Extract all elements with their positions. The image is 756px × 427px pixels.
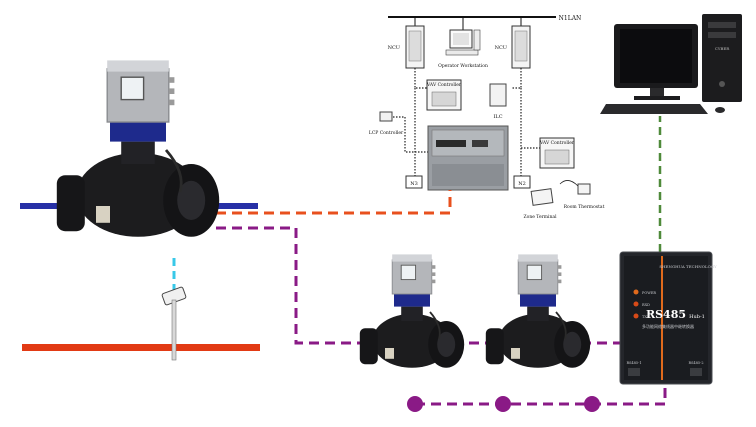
n2-label: N2	[518, 181, 526, 187]
zone-terminal-box	[530, 188, 554, 206]
n3-box	[405, 175, 423, 189]
converter-subtitle: 多功能网络集线器中继转换器	[642, 323, 694, 329]
ilc-label: ILC	[493, 114, 502, 120]
temperature-sensor-icon	[161, 286, 187, 361]
bus-node-3	[584, 396, 600, 412]
computer-monitor-icon	[614, 24, 698, 100]
zone-terminal-label: Zone Terminal	[523, 214, 557, 220]
vav-controller-top-label: VAV Controller	[426, 82, 462, 88]
tower-brand-label: CYBER	[715, 46, 731, 51]
control-valve-1	[358, 253, 466, 369]
rxd-led-icon	[633, 301, 639, 307]
ncu-left-label: NCU	[388, 45, 400, 51]
main-controller-cabinet	[427, 125, 509, 191]
converter-led-txd-label: TXD	[642, 315, 650, 319]
orange-link-line	[216, 190, 452, 215]
power-led-icon	[633, 289, 639, 295]
port-right-icon	[690, 368, 702, 376]
converter-led-rxd-label: RXD	[642, 303, 650, 307]
vav-controller-right-label: VAV Controller	[539, 140, 575, 146]
main-control-valve	[55, 59, 221, 239]
port-left-icon	[628, 368, 640, 376]
txd-led-icon	[633, 313, 639, 319]
mouse-icon	[715, 107, 725, 113]
converter-model-text: RS485	[646, 308, 686, 321]
bus-node-2	[495, 396, 511, 412]
computer-tower-icon	[702, 14, 742, 102]
n3-label: N3	[410, 181, 418, 187]
converter-port-left-label: RS485-1	[626, 361, 641, 365]
converter-model-suffix: Hub-1	[689, 314, 705, 320]
control-valve-2	[484, 253, 592, 369]
ilc-box	[489, 83, 507, 107]
ncu-right-label: NCU	[495, 45, 507, 51]
operator-workstation-icon	[445, 29, 481, 56]
converter-led-power-label: POWER	[642, 291, 656, 295]
operator-workstation-label: Operator Workstation	[438, 63, 488, 69]
purple-daisy-chain	[415, 382, 667, 406]
pipe-blue-right	[218, 203, 258, 209]
pipe-red-return	[22, 344, 260, 351]
bus-node-1	[407, 396, 423, 412]
lcp-controller-label: LCP Controller	[369, 130, 404, 136]
converter-brand-line: SHENGHUA TECHNOLOGY	[659, 264, 717, 269]
room-thermostat-box	[577, 183, 591, 195]
pipe-blue-left	[20, 203, 60, 209]
rs485-hub-device	[619, 251, 713, 385]
n2-box	[513, 175, 531, 189]
room-thermostat-label: Room Thermostat	[564, 204, 605, 210]
n1-lan-label: N1LAN	[559, 15, 582, 22]
keyboard-icon	[600, 104, 725, 114]
lcp-controller-box	[379, 111, 393, 122]
converter-port-right-label: RS485-2	[688, 361, 703, 365]
bas-network-schematic: N1LAN NCU Operator Workstation NCU	[369, 15, 605, 220]
